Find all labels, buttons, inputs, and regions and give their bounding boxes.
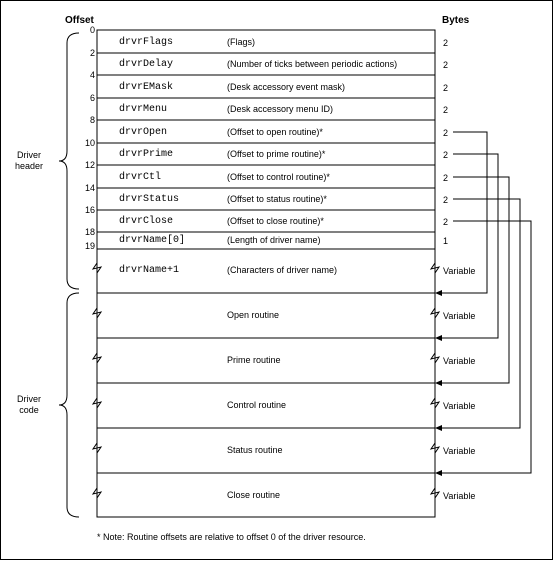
field-bytes: 2: [443, 150, 449, 160]
field-bytes: 1: [443, 236, 449, 246]
field-offset: 4: [89, 70, 95, 80]
field-description: (Desk accessory event mask): [227, 82, 346, 92]
field-offset: 6: [89, 93, 95, 103]
field-description: (Characters of driver name): [227, 265, 338, 275]
routine-bytes: Variable: [443, 491, 476, 501]
field-bytes: Variable: [443, 266, 476, 276]
field-offset: 8: [89, 115, 95, 125]
field-offset: 19: [84, 241, 95, 251]
field-description: (Offset to open routine)*: [227, 127, 323, 137]
control-offset-arrow: [439, 176, 510, 384]
field-bytes: 2: [443, 83, 449, 93]
driver-header-label-line1: Driver: [17, 150, 41, 160]
driver-code-label-line1: Driver: [17, 394, 41, 404]
field-name: drvrPrime: [119, 149, 174, 160]
field-bytes: 2: [443, 128, 449, 138]
open-offset-arrow: [439, 131, 488, 294]
break-marks: [91, 262, 441, 499]
routine-bytes: Variable: [443, 356, 476, 366]
offset-column-header: Offset: [65, 15, 94, 26]
routine-name: Control routine: [227, 400, 287, 410]
field-name: drvrOpen: [119, 127, 168, 138]
field-name: drvrCtl: [119, 172, 162, 183]
field-offset: 2: [89, 48, 95, 58]
arrowheads: [435, 290, 442, 476]
field-name: drvrStatus: [119, 194, 180, 205]
bytes-column-header: Bytes: [442, 15, 470, 26]
offset-arrows: [439, 131, 532, 474]
driver-code-label-line2: code: [19, 405, 39, 415]
field-offset: 0: [89, 25, 95, 35]
field-bytes: 2: [443, 173, 449, 183]
routine-name: Close routine: [227, 490, 281, 500]
field-offset: 10: [84, 138, 95, 148]
footnote: * Note: Routine offsets are relative to …: [97, 532, 366, 542]
field-description: (Offset to prime routine)*: [227, 149, 326, 159]
field-bytes: 2: [443, 195, 449, 205]
field-offset: 14: [84, 183, 95, 193]
field-description: (Number of ticks between periodic action…: [227, 59, 398, 69]
field-name: drvrMenu: [119, 104, 168, 115]
field-offset: 16: [84, 205, 95, 215]
prime-offset-arrow: [439, 153, 499, 339]
close-offset-arrow: [439, 220, 532, 474]
field-name: drvrClose: [119, 216, 174, 227]
field-description: (Flags): [227, 37, 256, 47]
field-bytes: 2: [443, 217, 449, 227]
routine-bytes: Variable: [443, 401, 476, 411]
routine-bytes: Variable: [443, 311, 476, 321]
field-name: drvrName[0]: [119, 235, 186, 246]
driver-header-label-line2: header: [14, 161, 44, 171]
routine-name: Open routine: [227, 310, 280, 320]
field-name: drvrEMask: [119, 82, 174, 93]
field-name: drvrFlags: [119, 37, 174, 48]
field-offset: 18: [84, 227, 95, 237]
field-bytes: 2: [443, 105, 449, 115]
code-brace: [58, 292, 80, 518]
field-bytes: 2: [443, 60, 449, 70]
field-dividers: [97, 52, 435, 474]
field-name: drvrName+1: [119, 265, 180, 276]
field-description: (Offset to close routine)*: [227, 216, 324, 226]
routine-name: Prime routine: [227, 355, 281, 365]
field-description: (Offset to control routine)*: [227, 172, 330, 182]
field-description: (Desk accessory menu ID): [227, 104, 334, 114]
field-description: (Offset to status routine)*: [227, 194, 327, 204]
field-offset: 12: [84, 160, 95, 170]
field-description: (Length of driver name): [227, 235, 321, 245]
field-bytes: 2: [443, 38, 449, 48]
resource-box: [96, 29, 436, 518]
status-offset-arrow: [439, 198, 521, 429]
routine-bytes: Variable: [443, 446, 476, 456]
header-brace: [58, 32, 80, 290]
field-name: drvrDelay: [119, 59, 174, 70]
routine-name: Status routine: [227, 445, 283, 455]
